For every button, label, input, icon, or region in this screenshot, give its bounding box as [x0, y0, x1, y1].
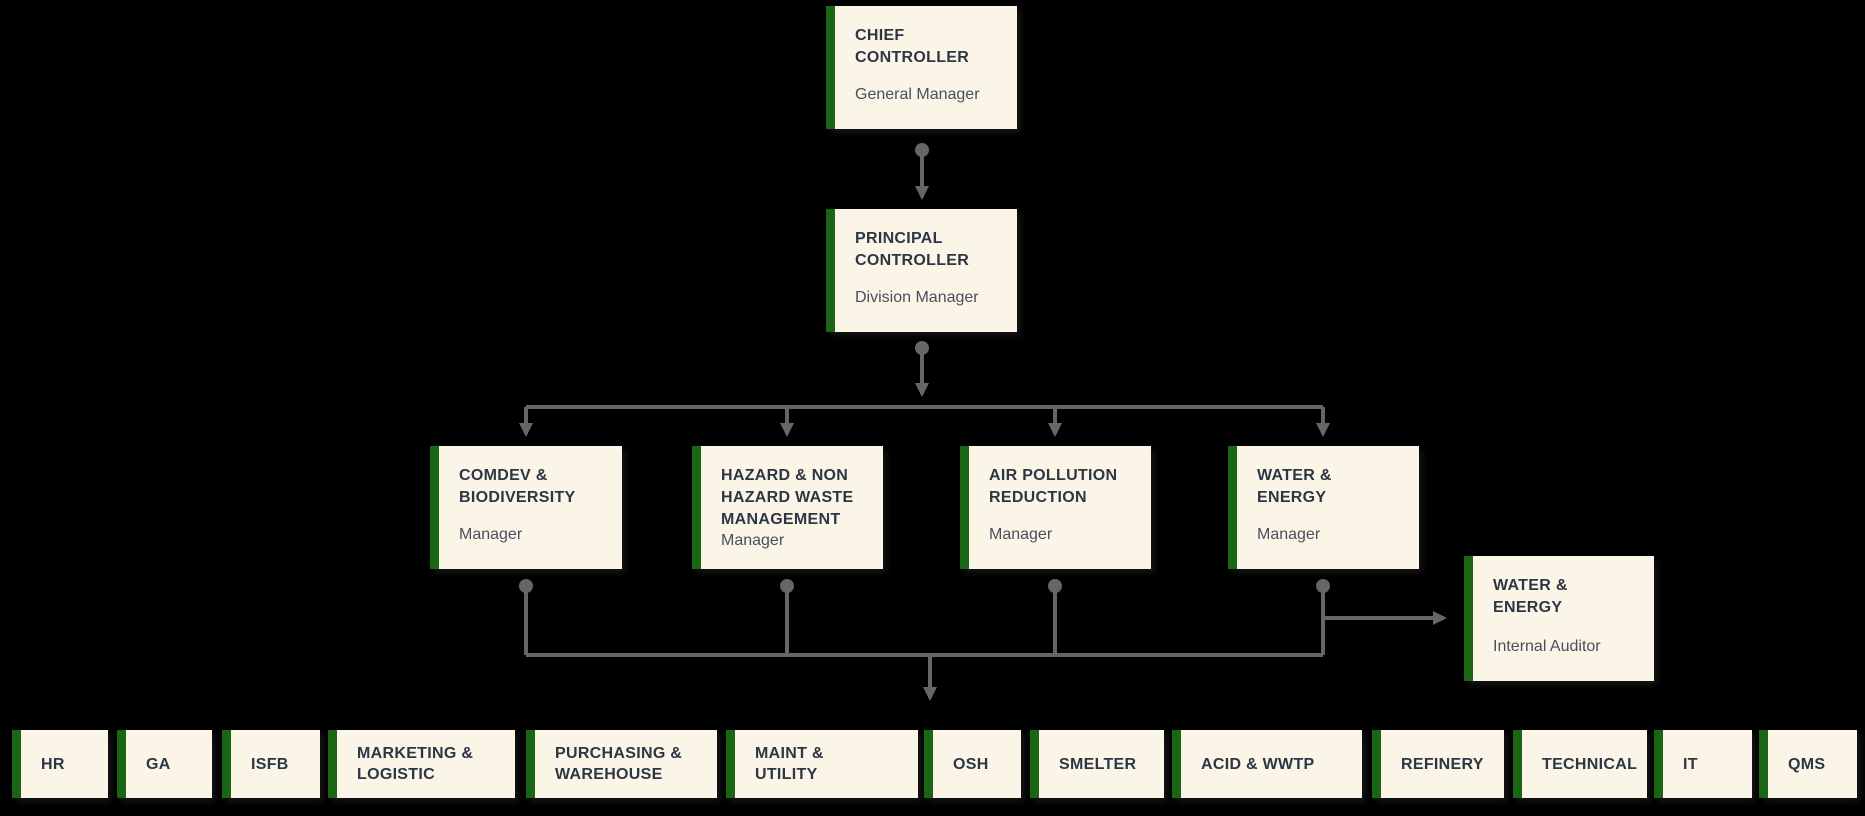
- dept-label: IT: [1683, 755, 1698, 773]
- dept-label: HR: [41, 755, 65, 773]
- org-box-title: CHIEF CONTROLLER: [855, 27, 970, 66]
- org-box-hazard-waste-management: HAZARD & NON HAZARD WASTE MANAGEMENT Man…: [692, 446, 883, 569]
- dept-label: MARKETING & LOGISTIC: [357, 745, 474, 783]
- dept-label: MAINT & UTILITY: [755, 745, 824, 783]
- dept-label: SMELTER: [1059, 755, 1137, 773]
- dept-box-hr: HR: [12, 730, 108, 798]
- dept-box-acid-wwtp: ACID & WWTP: [1172, 730, 1362, 798]
- dept-box-marketing-logistic: MARKETING & LOGISTIC: [328, 730, 515, 798]
- org-box-subtitle: Internal Auditor: [1493, 638, 1601, 655]
- dept-box-qms: QMS: [1759, 730, 1857, 798]
- dept-box-refinery: REFINERY: [1372, 730, 1504, 798]
- dept-box-technical: TECHNICAL: [1513, 730, 1647, 798]
- dept-label: PURCHASING & WAREHOUSE: [555, 745, 683, 783]
- org-box-water-energy-manager: WATER & ENERGY Manager: [1228, 446, 1419, 569]
- dept-label: ISFB: [251, 755, 289, 773]
- org-box-title: PRINCIPAL CONTROLLER: [855, 230, 970, 269]
- org-box-subtitle: Manager: [989, 526, 1053, 543]
- dept-label: GA: [146, 755, 171, 773]
- org-box-subtitle: Manager: [459, 526, 523, 543]
- org-box-water-energy-internal-auditor: WATER & ENERGY Internal Auditor: [1464, 556, 1654, 681]
- org-box-title: WATER & ENERGY: [1257, 467, 1332, 506]
- org-box-subtitle: Manager: [721, 532, 785, 549]
- org-box-title: HAZARD & NON HAZARD WASTE MANAGEMENT: [721, 467, 854, 528]
- dept-box-it: IT: [1654, 730, 1752, 798]
- org-box-subtitle: Division Manager: [855, 289, 979, 306]
- dept-box-smelter: SMELTER: [1030, 730, 1164, 798]
- dept-label: OSH: [953, 755, 989, 773]
- org-box-title: COMDEV & BIODIVERSITY: [459, 467, 576, 506]
- dept-label: REFINERY: [1401, 755, 1484, 773]
- org-box-title: WATER & ENERGY: [1493, 577, 1568, 616]
- org-box-subtitle: Manager: [1257, 526, 1321, 543]
- org-box-chief-controller: CHIEF CONTROLLER General Manager: [826, 6, 1017, 129]
- dept-label: TECHNICAL: [1542, 755, 1638, 773]
- dept-box-osh: OSH: [924, 730, 1021, 798]
- dept-label: ACID & WWTP: [1201, 755, 1315, 773]
- dept-box-purchasing-warehouse: PURCHASING & WAREHOUSE: [526, 730, 717, 798]
- dept-box-isfb: ISFB: [222, 730, 320, 798]
- org-box-principal-controller: PRINCIPAL CONTROLLER Division Manager: [826, 209, 1017, 332]
- dept-box-ga: GA: [117, 730, 212, 798]
- dept-box-maint-utility: MAINT & UTILITY: [726, 730, 918, 798]
- org-box-comdev-biodiversity: COMDEV & BIODIVERSITY Manager: [430, 446, 622, 569]
- org-box-title: AIR POLLUTION REDUCTION: [989, 467, 1118, 506]
- dept-label: QMS: [1788, 755, 1826, 773]
- org-box-subtitle: General Manager: [855, 86, 980, 103]
- org-box-air-pollution-reduction: AIR POLLUTION REDUCTION Manager: [960, 446, 1151, 569]
